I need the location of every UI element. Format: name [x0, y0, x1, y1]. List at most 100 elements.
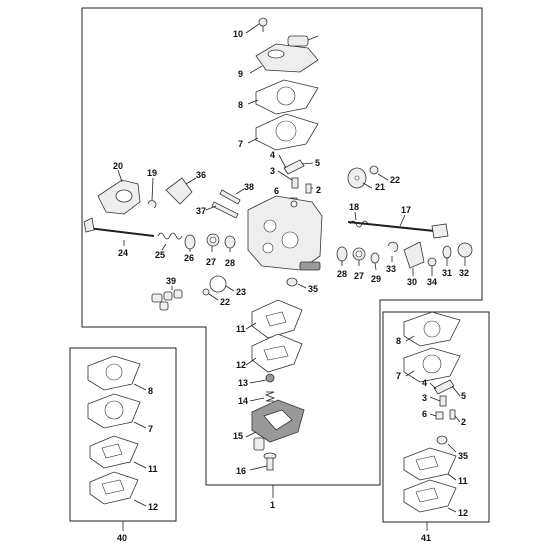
label-11-main: 11: [236, 324, 246, 334]
part-screw-38[interactable]: [219, 188, 245, 205]
part-seal-28-left[interactable]: [224, 235, 236, 252]
label-kit41-2: 2: [461, 417, 466, 427]
part-carburetor-body[interactable]: [247, 195, 323, 271]
kit41-gasket-8[interactable]: [403, 311, 461, 347]
label-kit41-11: 11: [458, 476, 468, 486]
part-plate-21[interactable]: [347, 167, 373, 189]
kit41-gasket-11[interactable]: [403, 447, 457, 481]
part-spring-25[interactable]: [157, 232, 183, 251]
label-21: 21: [375, 182, 385, 192]
part-cap-32[interactable]: [457, 242, 473, 266]
kit-41-frame: [382, 311, 490, 523]
part-gasket-11-main[interactable]: [245, 299, 303, 339]
label-35-main: 35: [308, 284, 318, 294]
part-screw-37[interactable]: [205, 201, 239, 219]
part-screw-16[interactable]: [249, 452, 277, 471]
label-18: 18: [349, 202, 359, 212]
label-39: 39: [166, 276, 176, 286]
label-26: 26: [184, 253, 194, 263]
label-27-right: 27: [354, 271, 364, 281]
part-valve-13[interactable]: [249, 373, 275, 384]
main-assembly-frame: [81, 7, 483, 486]
label-36: 36: [196, 170, 206, 180]
part-lever-30[interactable]: [403, 241, 425, 276]
label-38: 38: [244, 182, 254, 192]
label-4: 4: [270, 150, 275, 160]
label-13: 13: [238, 378, 248, 388]
part-gasket-12-main[interactable]: [245, 333, 303, 373]
part-clip-19[interactable]: [147, 177, 157, 209]
label-22-mid: 22: [220, 297, 230, 307]
part-pump-body-15[interactable]: [245, 399, 305, 451]
part-shaft-17[interactable]: [347, 214, 449, 239]
label-17: 17: [401, 205, 411, 215]
label-kit41-12: 12: [458, 508, 468, 518]
label-27-left: 27: [206, 257, 216, 267]
label-5: 5: [315, 158, 320, 168]
label-kit40-12: 12: [148, 502, 158, 512]
part-needle-group-top[interactable]: [277, 154, 314, 206]
label-1: 1: [270, 500, 275, 510]
part-gasket-8[interactable]: [247, 79, 319, 115]
part-seal-28-right[interactable]: [336, 246, 348, 266]
label-kit41-5: 5: [461, 391, 466, 401]
label-29: 29: [371, 274, 381, 284]
label-15: 15: [233, 431, 243, 441]
kit41-gasket-12[interactable]: [403, 479, 457, 513]
part-plug-35[interactable]: [286, 277, 307, 289]
kit41-diaphragm-7[interactable]: [403, 347, 461, 383]
kit40-gasket-12[interactable]: [89, 471, 147, 507]
label-16: 16: [236, 466, 246, 476]
label-8: 8: [238, 100, 243, 110]
label-6: 6: [274, 186, 279, 196]
part-bushing-27-left[interactable]: [206, 233, 220, 252]
part-washer-31[interactable]: [442, 245, 452, 266]
label-33: 33: [386, 264, 396, 274]
kit40-diaphragm-7[interactable]: [87, 393, 147, 429]
label-22-top: 22: [390, 175, 400, 185]
part-shutter-20[interactable]: [97, 169, 141, 215]
part-screw-10[interactable]: [245, 17, 268, 34]
label-3: 3: [270, 166, 275, 176]
label-2: 2: [316, 185, 321, 195]
label-kit41-3: 3: [422, 393, 427, 403]
kit40-gasket-11[interactable]: [89, 435, 147, 469]
part-washer-26[interactable]: [184, 234, 196, 252]
label-28-right: 28: [337, 269, 347, 279]
part-clip-33[interactable]: [387, 241, 399, 262]
label-25: 25: [155, 250, 165, 260]
part-nut-34[interactable]: [427, 257, 437, 276]
part-kit-39[interactable]: [151, 286, 183, 311]
part-boot-36[interactable]: [165, 177, 197, 205]
part-diaphragm-7[interactable]: [247, 113, 319, 151]
kit40-gasket-8[interactable]: [87, 355, 147, 391]
label-23: 23: [236, 287, 246, 297]
part-washer-29[interactable]: [370, 252, 380, 271]
part-shaft-24[interactable]: [83, 217, 155, 246]
part-plate-23[interactable]: [209, 275, 235, 293]
label-kit41-35: 35: [458, 451, 468, 461]
label-kit41-7: 7: [396, 371, 401, 381]
label-30: 30: [407, 277, 417, 287]
label-kit40-7: 7: [148, 424, 153, 434]
label-28-left: 28: [225, 258, 235, 268]
part-pump-cover-9[interactable]: [249, 35, 319, 74]
label-24: 24: [118, 248, 128, 258]
part-bushing-27-right[interactable]: [352, 247, 366, 266]
part-screw-22-mid[interactable]: [202, 288, 219, 301]
part-spring-18[interactable]: [349, 211, 369, 228]
label-12-main: 12: [236, 360, 246, 370]
part-number-labels: 10 9 8 7 4 5 3 2 6 22 21 20 19 36 38 37 …: [113, 29, 469, 543]
label-37: 37: [196, 206, 206, 216]
label-kit41-4: 4: [422, 378, 427, 388]
part-spring-14[interactable]: [249, 391, 276, 402]
label-20: 20: [113, 161, 123, 171]
label-9: 9: [238, 69, 243, 79]
label-31: 31: [442, 268, 452, 278]
label-kit40-8: 8: [148, 386, 153, 396]
kit41-plug-35[interactable]: [436, 435, 457, 453]
kit41-needle-group[interactable]: [429, 379, 461, 423]
part-screw-22-top[interactable]: [369, 165, 389, 181]
label-kit41-8: 8: [396, 336, 401, 346]
